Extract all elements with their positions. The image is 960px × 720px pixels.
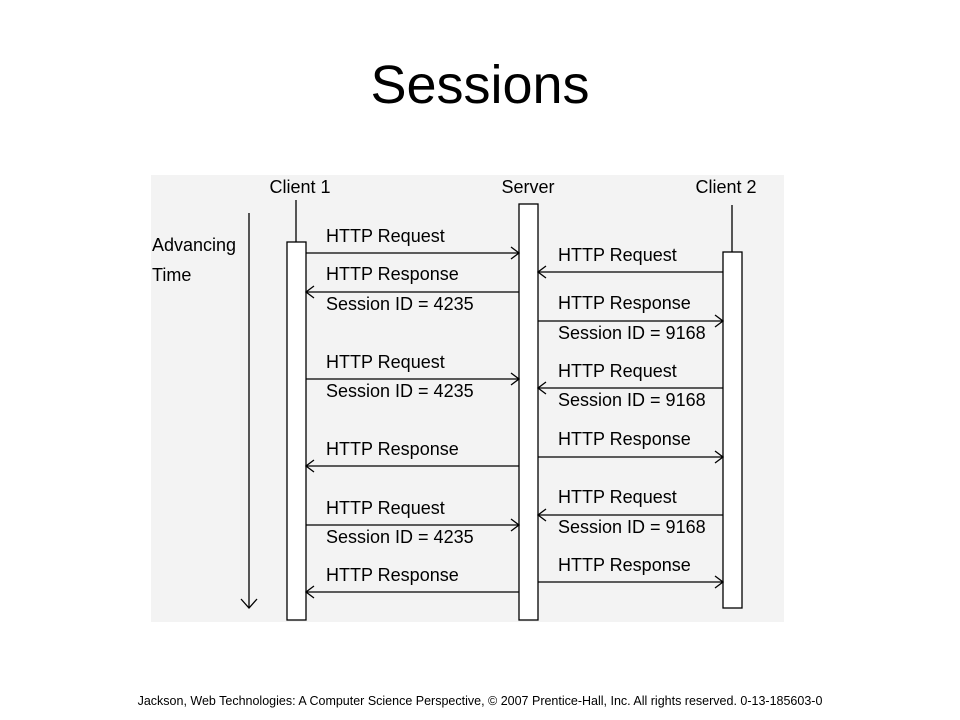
left-msg-2-line-1: HTTP Response	[326, 264, 459, 284]
left-msg-3-arrow	[306, 372, 521, 386]
slide-title: Sessions	[370, 55, 590, 115]
right-msg-5-line-1: HTTP Request	[558, 487, 677, 507]
right-msg-1-arrow	[536, 265, 723, 279]
right-msg-6-arrow	[538, 575, 725, 589]
participant-label-client-2: Client 2	[695, 177, 756, 197]
left-msg-3-line-1: HTTP Request	[326, 352, 445, 372]
left-msg-2-arrow	[304, 285, 519, 299]
right-msg-3-line-2: Session ID = 9168	[558, 390, 706, 410]
left-msg-5-line-1: HTTP Request	[326, 498, 445, 518]
client-1-activation-bar	[286, 241, 307, 621]
right-msg-2-arrow	[538, 314, 725, 328]
participant-label-client-1: Client 1	[269, 177, 330, 197]
left-msg-6-line-1: HTTP Response	[326, 565, 459, 585]
right-msg-5-arrow	[536, 508, 723, 522]
server-activation-bar	[518, 203, 539, 621]
right-msg-1-line-1: HTTP Request	[558, 245, 677, 265]
left-msg-4-arrow	[304, 459, 519, 473]
time-label-line-1: Advancing	[152, 235, 236, 255]
right-msg-4-arrow	[538, 450, 725, 464]
sequence-diagram-canvas: Client 1 Server Client 2 Advancing Time …	[152, 177, 757, 621]
right-msg-3-arrow	[536, 381, 723, 395]
right-msg-5-line-2: Session ID = 9168	[558, 517, 706, 537]
right-msg-2-line-2: Session ID = 9168	[558, 323, 706, 343]
right-msg-4-line-1: HTTP Response	[558, 429, 691, 449]
client-2-activation-bar	[722, 251, 743, 609]
left-msg-1-arrow	[306, 246, 521, 260]
left-msg-3-line-2: Session ID = 4235	[326, 381, 474, 401]
left-msg-2-line-2: Session ID = 4235	[326, 294, 474, 314]
left-msg-5-arrow	[306, 518, 521, 532]
right-msg-2-line-1: HTTP Response	[558, 293, 691, 313]
sequence-diagram: Client 1 Server Client 2 Advancing Time …	[151, 175, 784, 622]
left-msg-4-line-1: HTTP Response	[326, 439, 459, 459]
participant-label-server: Server	[501, 177, 554, 197]
copyright-footer: Jackson, Web Technologies: A Computer Sc…	[137, 694, 823, 708]
time-arrow	[240, 213, 258, 609]
right-msg-6-line-1: HTTP Response	[558, 555, 691, 575]
left-msg-1-line-1: HTTP Request	[326, 226, 445, 246]
left-msg-6-arrow	[304, 585, 519, 599]
left-msg-5-line-2: Session ID = 4235	[326, 527, 474, 547]
time-label-line-2: Time	[152, 265, 191, 285]
right-msg-3-line-1: HTTP Request	[558, 361, 677, 381]
